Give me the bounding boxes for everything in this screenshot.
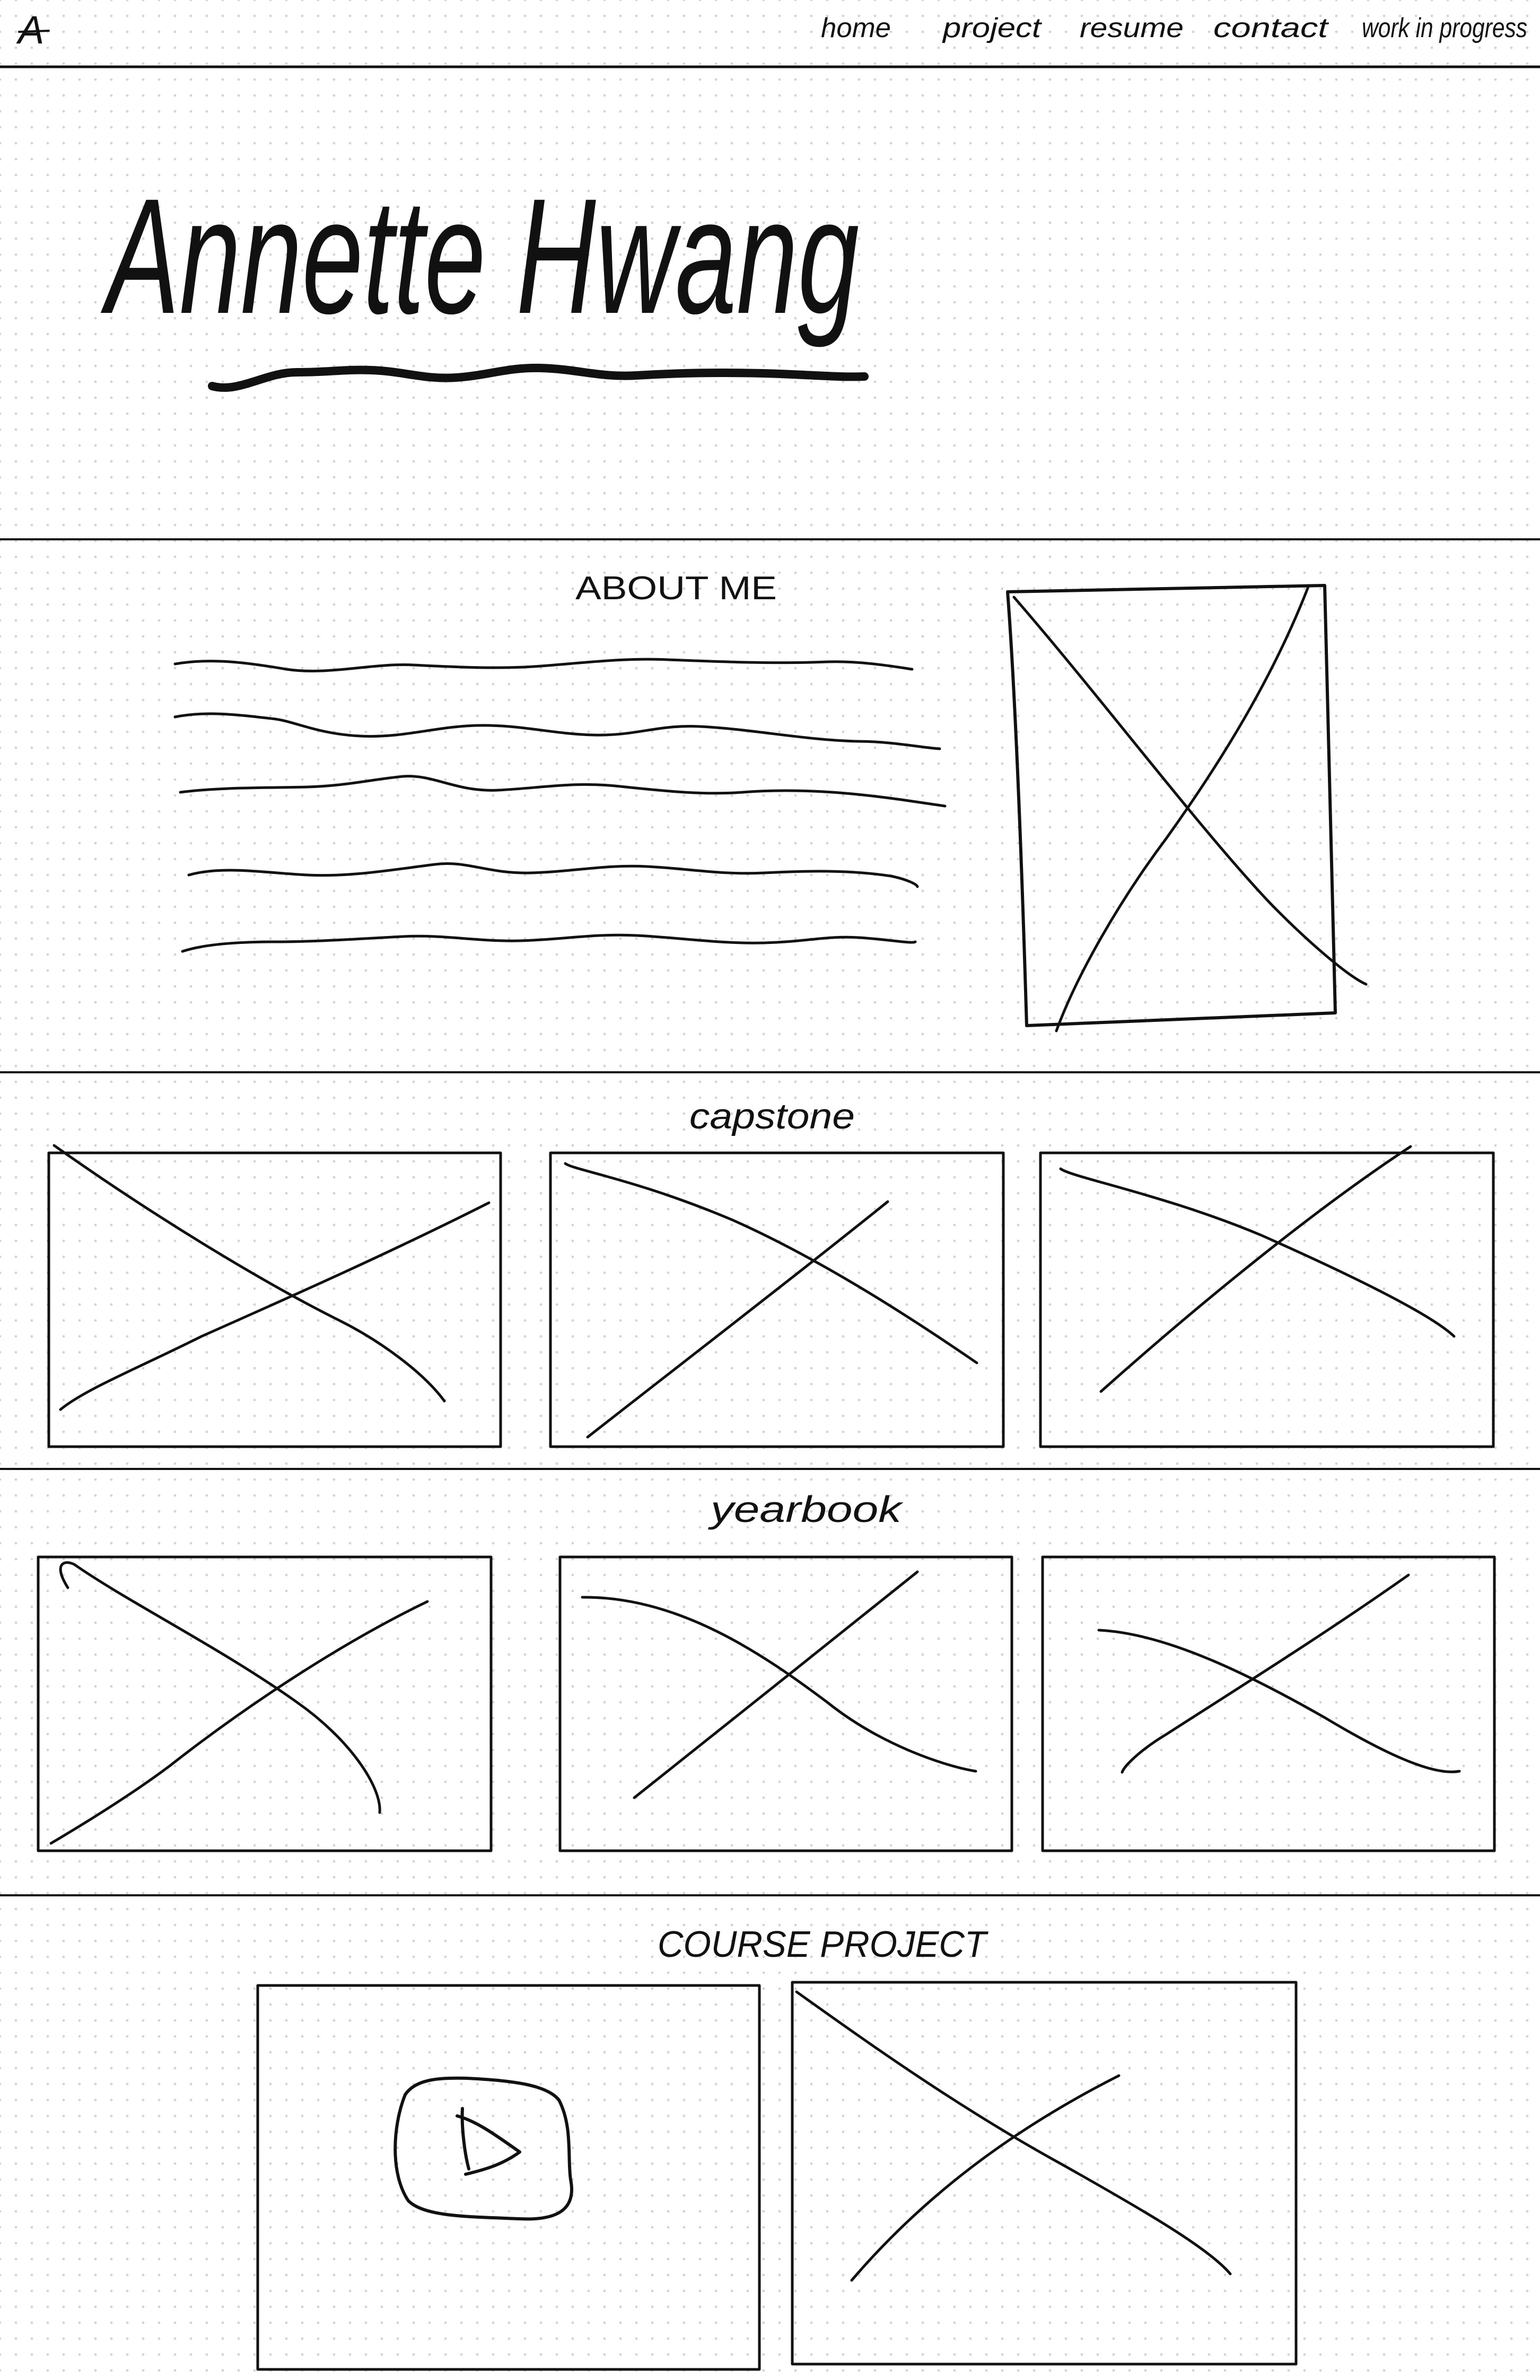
image-placeholder-icon [1099,1145,1412,1393]
nav-item-work-in-progress[interactable]: work in progress [1362,13,1527,43]
image-placeholder-icon [795,1990,1232,2276]
yearbook-tile[interactable] [558,1555,1013,1852]
course-video-tile[interactable] [256,1984,761,2371]
image-placeholder-icon [581,1596,977,1773]
image-placeholder-icon [52,1144,446,1403]
nav-item-home[interactable]: home [821,13,891,43]
yearbook-tile[interactable] [1041,1555,1496,1852]
capstone-tile[interactable] [47,1144,502,1448]
tile-frame [791,1981,1298,2366]
yearbook-heading: yearbook [708,1489,904,1530]
tile-frame [549,1151,1005,1448]
tile-frame [37,1555,493,1852]
nav-item-project[interactable]: project [942,13,1043,43]
logo-crossbar [18,30,50,33]
image-placeholder-icon [850,2074,1121,2282]
about-photo[interactable] [1006,584,1368,1032]
tile-frame [1039,1151,1495,1448]
about-text-placeholder [173,658,947,953]
image-placeholder-icon [49,1600,429,1845]
tile-frame [1041,1555,1496,1852]
capstone-section: capstone [0,1096,1540,1470]
tile-frame [47,1151,502,1448]
capstone-tile[interactable] [549,1151,1005,1448]
image-placeholder-icon [1059,1167,1456,1338]
top-nav-bar: A home project resume contact work in pr… [0,8,1540,68]
play-icon [456,2107,521,2176]
course-project-tile[interactable] [791,1981,1298,2366]
about-section: ABOUT ME [0,570,1540,1073]
video-play-button[interactable] [393,2076,574,2221]
image-placeholder-icon [1097,1629,1461,1773]
logo-mark: A [16,8,44,52]
course-project-heading: COURSE PROJECT [658,1923,988,1965]
photo-frame [1006,584,1337,1027]
image-placeholder-icon [633,1570,919,1799]
capstone-tile[interactable] [1039,1145,1495,1448]
image-placeholder-icon [59,1561,381,1814]
yearbook-tile[interactable] [37,1555,493,1852]
hero-underline [208,363,869,392]
text-line [179,775,947,808]
yearbook-section: yearbook [0,1489,1540,1896]
image-placeholder-icon [564,1162,978,1364]
image-placeholder-icon [59,1201,491,1411]
text-line [187,862,919,888]
about-heading: ABOUT ME [575,570,777,607]
hero-section: Annette Hwang [0,164,1540,540]
course-project-section: COURSE PROJECT [256,1923,1298,2371]
text-line [173,712,941,750]
image-placeholder-icon [1012,596,1368,986]
image-placeholder-icon [1055,584,1310,1032]
logo[interactable]: A [16,8,50,52]
image-placeholder-icon [1121,1573,1410,1774]
image-placeholder-icon [586,1200,889,1439]
text-line [181,933,917,953]
nav-item-contact[interactable]: contact [1213,13,1329,43]
text-line [173,658,914,672]
hero-name: Annette Hwang [99,164,860,349]
tile-frame [256,1984,761,2371]
nav-item-resume[interactable]: resume [1080,13,1184,43]
capstone-heading: capstone [689,1096,855,1136]
tile-frame [558,1555,1013,1852]
